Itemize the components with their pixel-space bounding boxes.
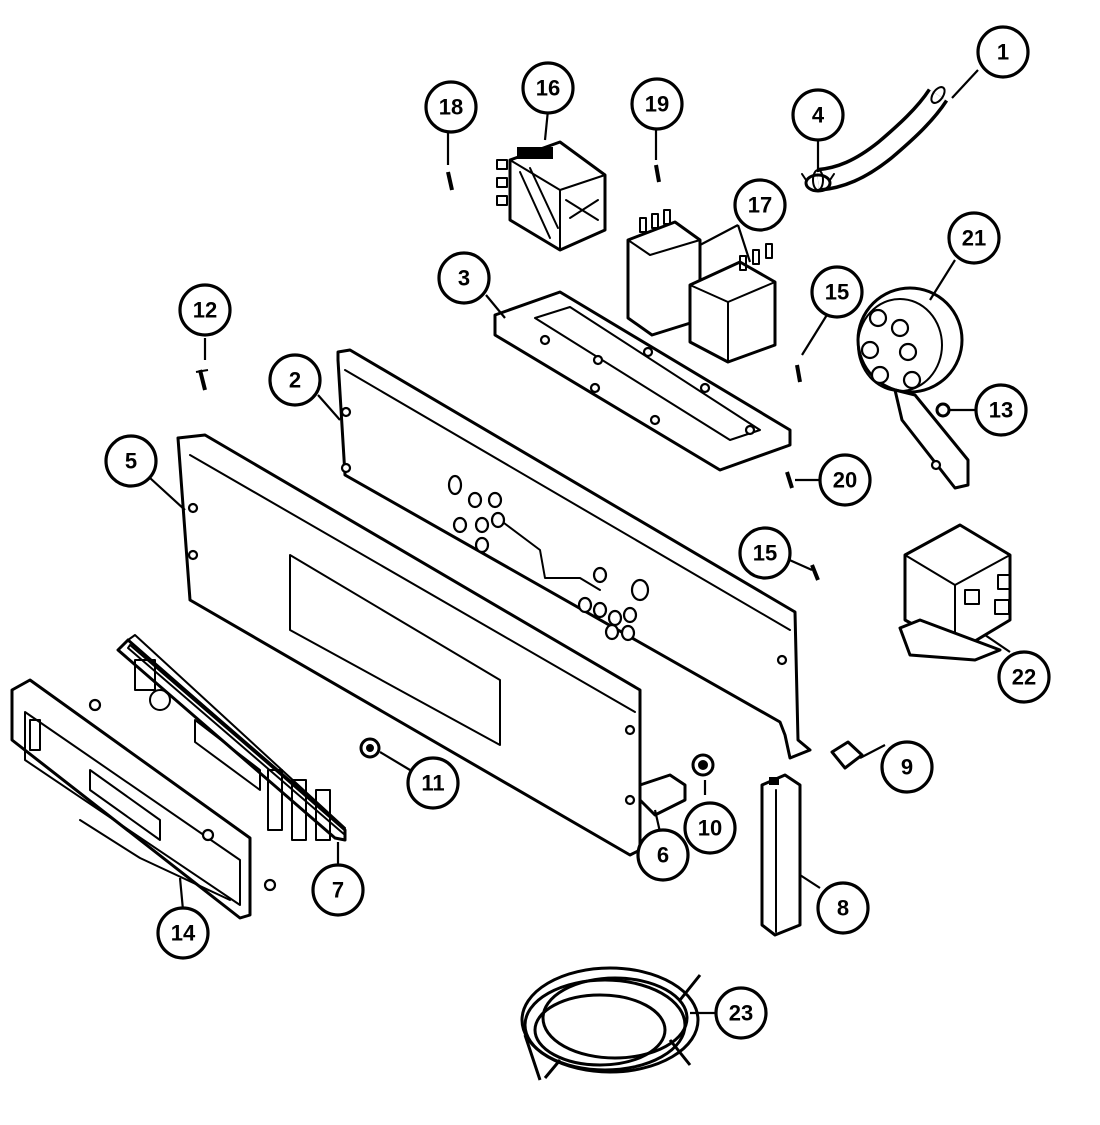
switch bbox=[638, 773, 687, 817]
relays-pair bbox=[626, 209, 777, 364]
relay-block bbox=[496, 140, 607, 252]
screw-15a bbox=[795, 364, 802, 383]
clip bbox=[830, 740, 864, 770]
callout-label: 22 bbox=[1012, 665, 1036, 690]
callout-17: 17 bbox=[733, 178, 787, 232]
callout-15a: 15 bbox=[810, 265, 864, 319]
callout-16: 16 bbox=[521, 61, 575, 115]
callout-13: 13 bbox=[974, 383, 1028, 437]
callout-label: 1 bbox=[997, 40, 1009, 65]
callout-label: 12 bbox=[193, 298, 217, 323]
control-board bbox=[116, 634, 347, 842]
callout-2: 2 bbox=[268, 353, 322, 407]
callout-8: 8 bbox=[816, 881, 870, 935]
callout-label: 15 bbox=[825, 280, 849, 305]
end-cap bbox=[760, 773, 802, 937]
callout-label: 16 bbox=[536, 76, 560, 101]
callout-3: 3 bbox=[437, 251, 491, 305]
callout-label: 3 bbox=[458, 266, 470, 291]
callout-9: 9 bbox=[880, 740, 934, 794]
callout-label: 20 bbox=[833, 468, 857, 493]
callout-15b: 15 bbox=[738, 526, 792, 580]
hose-clamp bbox=[801, 173, 835, 193]
callout-label: 2 bbox=[289, 368, 301, 393]
callout-10: 10 bbox=[683, 801, 737, 855]
callout-12: 12 bbox=[178, 283, 232, 337]
rear-control-panel bbox=[336, 348, 812, 760]
callout-label: 19 bbox=[645, 92, 669, 117]
callout-20: 20 bbox=[818, 453, 872, 507]
screw-15b bbox=[810, 564, 820, 581]
pressure-switch bbox=[856, 286, 970, 490]
console-overlay bbox=[10, 678, 277, 920]
callout-18: 18 bbox=[424, 80, 478, 134]
screw-12 bbox=[195, 369, 209, 391]
screw-20 bbox=[785, 471, 794, 489]
transformer bbox=[898, 523, 1012, 662]
callout-4: 4 bbox=[791, 88, 845, 142]
callout-21: 21 bbox=[947, 211, 1001, 265]
screw-18 bbox=[446, 171, 454, 191]
screw-19 bbox=[654, 164, 661, 183]
screw-13 bbox=[935, 402, 951, 418]
callout-label: 4 bbox=[812, 103, 825, 128]
callout-7: 7 bbox=[311, 863, 365, 917]
callout-label: 11 bbox=[421, 771, 444, 796]
callout-14: 14 bbox=[156, 906, 210, 960]
callout-5: 5 bbox=[104, 434, 158, 488]
mounting-bracket bbox=[493, 290, 792, 472]
callout-label: 8 bbox=[837, 896, 849, 921]
leader-lines bbox=[149, 69, 1011, 1015]
callout-23: 23 bbox=[714, 986, 768, 1040]
callout-11: 11 bbox=[406, 756, 460, 810]
callout-label: 10 bbox=[698, 816, 722, 841]
knob bbox=[691, 753, 715, 777]
callout-label: 6 bbox=[657, 843, 669, 868]
callout-label: 17 bbox=[748, 193, 772, 218]
callout-19: 19 bbox=[630, 77, 684, 131]
callout-6: 6 bbox=[636, 828, 690, 882]
callout-label: 21 bbox=[962, 226, 986, 251]
callout-label: 15 bbox=[753, 541, 777, 566]
callout-label: 13 bbox=[989, 398, 1013, 423]
callout-label: 23 bbox=[729, 1001, 753, 1026]
callout-label: 7 bbox=[332, 878, 344, 903]
wire-harness bbox=[520, 966, 702, 1081]
callout-label: 18 bbox=[439, 95, 463, 120]
callout-22: 22 bbox=[997, 650, 1051, 704]
callout-label: 9 bbox=[901, 755, 913, 780]
callout-1: 1 bbox=[976, 25, 1030, 79]
nut bbox=[359, 737, 381, 759]
callout-label: 14 bbox=[171, 921, 196, 946]
callout-label: 5 bbox=[125, 449, 137, 474]
